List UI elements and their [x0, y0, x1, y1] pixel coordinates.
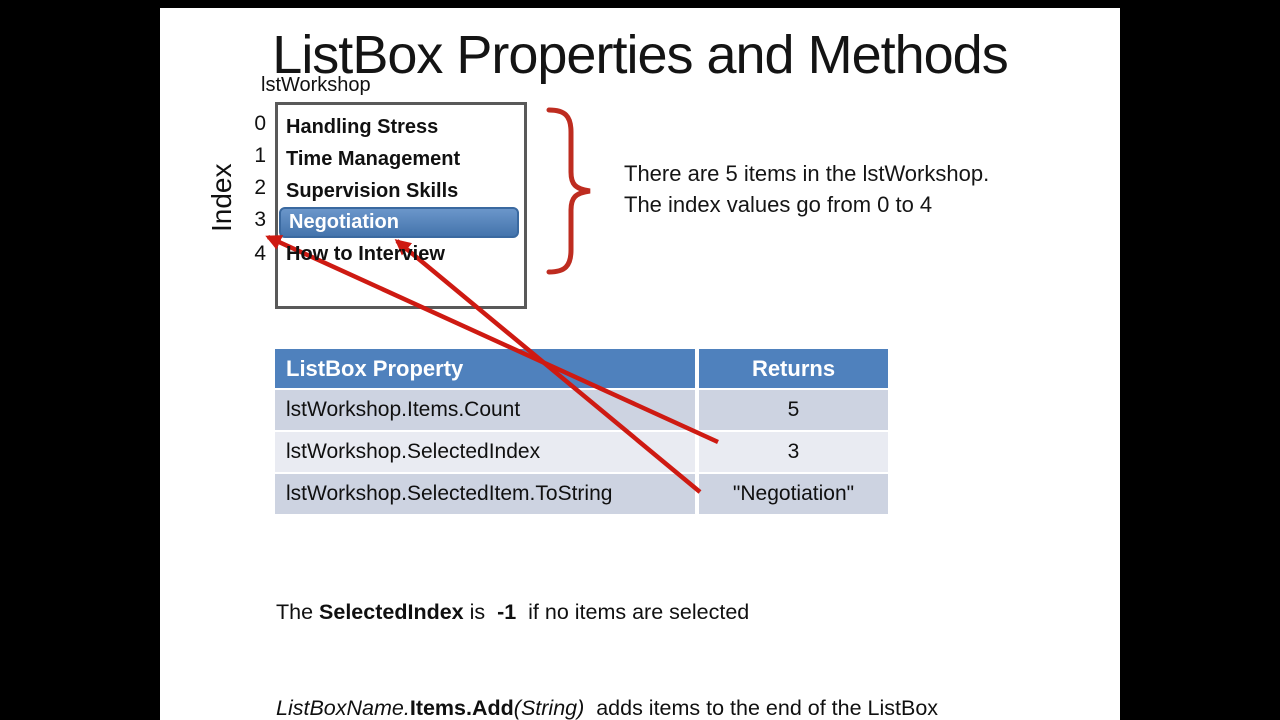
index-value-1: 1 [254, 144, 266, 167]
listbox-item-label: Supervision Skills [286, 180, 459, 202]
listbox-name-label: lstWorkshop [261, 74, 371, 96]
index-axis-label: Index [206, 163, 237, 233]
returns-cell: 3 [699, 432, 888, 472]
header-property: ListBox Property [275, 349, 695, 388]
table-row: lstWorkshop.SelectedItem.ToString "Negot… [275, 474, 888, 514]
property-cell: lstWorkshop.SelectedIndex [275, 432, 695, 472]
properties-table: ListBox Property Returns lstWorkshop.Ite… [275, 349, 888, 516]
returns-cell: 5 [699, 390, 888, 430]
listbox-item[interactable]: How to Interview [278, 238, 524, 270]
annotation-line-2: The index values go from 0 to 4 [624, 192, 933, 217]
item-count-annotation: There are 5 items in the lstWorkshop. Th… [624, 158, 989, 220]
property-cell: lstWorkshop.Items.Count [275, 390, 695, 430]
slide-canvas: ListBox Properties and Methods lstWorksh… [160, 8, 1120, 720]
table-row: lstWorkshop.SelectedIndex 3 [275, 432, 888, 472]
notes-block: The SelectedIndex is -1 if no items are … [276, 532, 938, 720]
listbox-item-label: Negotiation [289, 211, 399, 233]
annotation-line-1: There are 5 items in the lstWorkshop. [624, 161, 990, 186]
index-value-0: 0 [254, 112, 266, 135]
property-cell: lstWorkshop.SelectedItem.ToString [275, 474, 695, 514]
listbox-item[interactable]: Handling Stress [278, 111, 524, 143]
header-returns: Returns [699, 349, 888, 388]
note-line-items-add: ListBoxName.Items.Add(String) adds items… [276, 696, 939, 720]
index-value-2: 2 [254, 176, 266, 199]
index-value-4: 4 [254, 242, 266, 265]
note-line-selectedindex: The SelectedIndex is -1 if no items are … [276, 600, 750, 624]
listbox-item-label: Handling Stress [286, 116, 439, 138]
table-header-row: ListBox Property Returns [275, 349, 888, 388]
listbox-item-label: How to Interview [286, 243, 445, 265]
right-curly-brace-icon [546, 107, 591, 275]
listbox-item[interactable]: Time Management [278, 143, 524, 175]
index-value-3: 3 [254, 208, 266, 231]
page-title: ListBox Properties and Methods [272, 25, 1008, 85]
listbox-item[interactable]: Supervision Skills [278, 175, 524, 207]
table-row: lstWorkshop.Items.Count 5 [275, 390, 888, 430]
listbox-item-selected[interactable]: Negotiation [279, 207, 519, 238]
returns-cell: "Negotiation" [699, 474, 888, 514]
listbox-item-label: Time Management [286, 148, 461, 170]
workshop-listbox[interactable]: Handling Stress Time Management Supervis… [275, 102, 527, 309]
